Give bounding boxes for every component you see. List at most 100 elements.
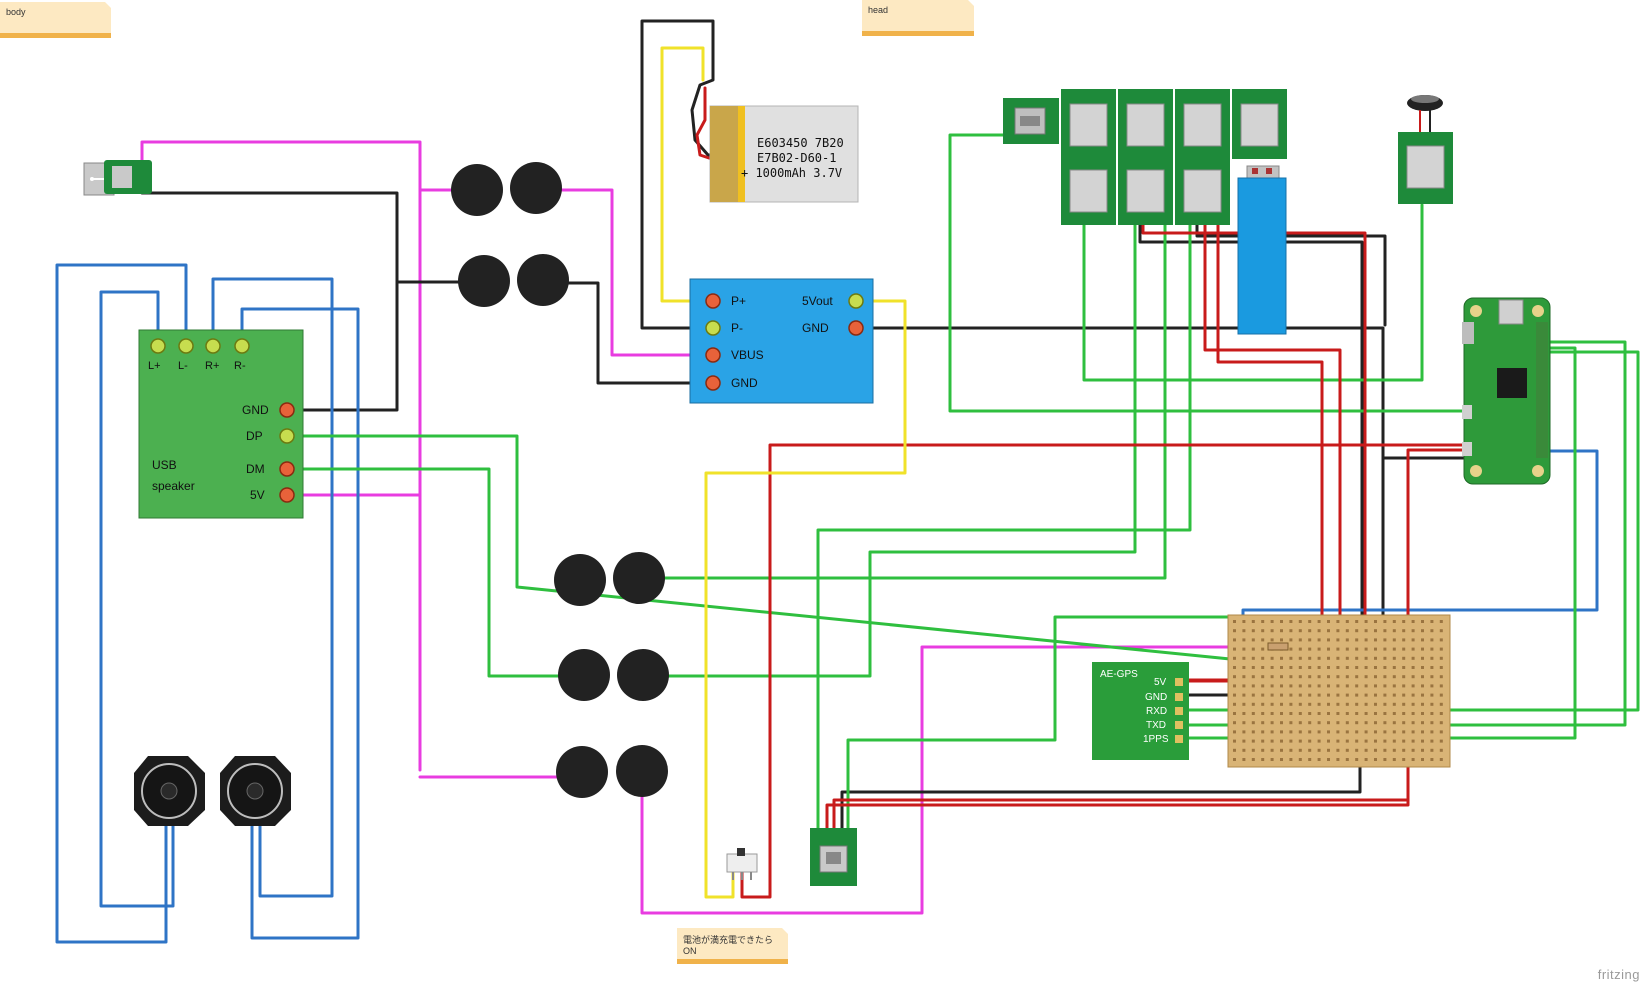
raspberry-pi-zero (1462, 297, 1551, 485)
perfboard-hole (1298, 684, 1302, 688)
perfboard-hole (1233, 758, 1236, 761)
perfboard-hole (1233, 638, 1236, 642)
wire-red-battery (695, 86, 717, 162)
perfboard-hole (1345, 721, 1349, 725)
perfboard-hole (1402, 693, 1406, 697)
perfboard-hole (1402, 702, 1406, 706)
perfboard-hole (1430, 675, 1434, 679)
perfboard-hole (1411, 721, 1415, 725)
perfboard-hole (1355, 693, 1359, 697)
perfboard-hole (1421, 666, 1424, 669)
perfboard-hole (1392, 712, 1396, 715)
perfboard-hole (1251, 638, 1255, 642)
push-button (554, 554, 606, 606)
perfboard-hole (1317, 675, 1321, 679)
gps-pin-1pps: 1PPS (1143, 734, 1169, 745)
perfboard-hole (1402, 748, 1406, 752)
perfboard-hole (1411, 712, 1415, 715)
gps-pin-5v: 5V (1154, 677, 1167, 688)
perfboard-hole (1421, 684, 1424, 688)
perfboard-hole (1327, 684, 1330, 688)
perfboard-hole (1242, 730, 1246, 734)
perfboard-hole (1439, 620, 1443, 623)
perfboard-hole (1261, 712, 1265, 715)
perfboard-hole (1430, 693, 1434, 697)
note-body[interactable]: body (0, 2, 111, 38)
usb-socket-board (1118, 89, 1173, 159)
perfboard-hole (1336, 693, 1340, 697)
perfboard-hole (1402, 758, 1406, 761)
perfboard-hole (1374, 739, 1377, 743)
perfboard-hole (1289, 721, 1293, 725)
usb-flash-drive-icon (1237, 165, 1287, 335)
perfboard-hole (1336, 758, 1340, 761)
perfboard-hole (1242, 629, 1246, 633)
perfboard-hole (1411, 702, 1415, 706)
perfboard-hole (1261, 702, 1265, 706)
perfboard-hole (1280, 721, 1283, 725)
perfboard-hole (1421, 620, 1424, 623)
perfboard-hole (1345, 647, 1349, 651)
wire-green-dm (288, 467, 562, 678)
perfboard-hole (1233, 684, 1236, 688)
wire-black-usb (140, 191, 399, 412)
perfboard-hole (1430, 647, 1434, 651)
wire-black-battery (640, 19, 717, 330)
perfboard-hole (1242, 675, 1246, 679)
perfboard-hole (1280, 620, 1283, 623)
perfboard-hole (1308, 638, 1312, 642)
speaker-right-pins: GND DP DM 5V (242, 402, 295, 503)
perfboard-hole (1355, 675, 1359, 679)
perfboard-hole (1336, 721, 1340, 725)
perfboard-hole (1308, 758, 1312, 761)
usb-socket-board (1175, 159, 1230, 225)
perfboard-hole (1298, 656, 1302, 660)
perfboard-hole (1345, 684, 1349, 688)
perfboard-hole (1364, 693, 1368, 697)
perfboard-hole (1355, 712, 1359, 715)
perfboard-hole (1421, 647, 1424, 651)
perfboard-hole (1430, 629, 1434, 633)
wire-red-bottom (832, 798, 1410, 833)
perfboard-hole (1242, 739, 1246, 743)
perfboard-hole (1364, 647, 1368, 651)
perfboard-hole (1308, 629, 1312, 633)
note-battery-switch[interactable]: 電池が満充電できたらON (677, 928, 788, 964)
wire-yellow-battery (660, 46, 715, 303)
perfboard-hole (1261, 730, 1265, 734)
perfboard-hole (1327, 666, 1330, 669)
wire-blue-l-plus (99, 290, 175, 908)
perfboard-hole (1439, 684, 1443, 688)
perfboard-hole (1411, 638, 1415, 642)
perfboard-hole (1392, 739, 1396, 743)
perfboard-hole (1308, 739, 1312, 743)
charger-pin-vbus: VBUS (731, 348, 764, 362)
perfboard-hole (1242, 684, 1246, 688)
perfboard-hole (1439, 693, 1443, 697)
perfboard-hole (1355, 739, 1359, 743)
perfboard-hole (1345, 675, 1349, 679)
push-button (558, 649, 610, 701)
wire-blue-r-minus (240, 307, 360, 940)
perfboard-hole (1298, 693, 1302, 697)
wire-blue-l-minus (55, 263, 188, 944)
perfboard-hole (1251, 666, 1255, 669)
perfboard-hole (1327, 647, 1330, 651)
perfboard-hole (1374, 666, 1377, 669)
perfboard-hole (1383, 758, 1387, 761)
perfboard-hole (1298, 739, 1302, 743)
perfboard-hole (1317, 629, 1321, 633)
perfboard-hole (1327, 712, 1330, 715)
perfboard-hole (1270, 748, 1274, 752)
perfboard-hole (1327, 675, 1330, 679)
perfboard-hole (1327, 739, 1330, 743)
perfboard-hole (1439, 748, 1443, 752)
charger-board: P+ P- VBUS GND 5Vout GND (689, 278, 874, 404)
perfboard-hole (1430, 702, 1434, 706)
perfboard-hole (1439, 647, 1443, 651)
note-head[interactable]: head (862, 0, 974, 36)
gps-title: AE-GPS (1100, 669, 1138, 680)
perfboard-hole (1251, 739, 1255, 743)
perfboard-hole (1411, 730, 1415, 734)
perfboard-hole (1242, 666, 1246, 669)
